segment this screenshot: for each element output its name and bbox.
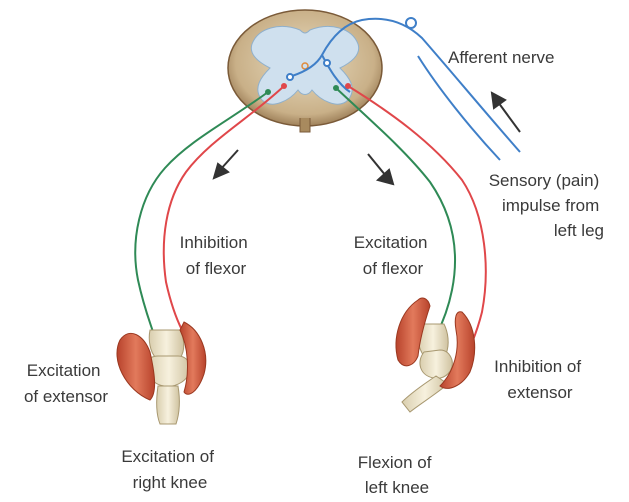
knee-joint-left — [420, 350, 452, 378]
label-excitation-extensor: Excitation of extensor — [24, 361, 108, 406]
excitatory-fiber-left — [336, 88, 455, 336]
interneuron-left — [287, 74, 293, 80]
label-afferent-nerve: Afferent nerve — [448, 48, 554, 67]
left-knee-illustration — [396, 298, 475, 412]
label-excitation-right-knee: Excitation of right knee — [121, 447, 218, 492]
excitatory-fiber-right — [135, 92, 268, 338]
interneuron-right — [324, 60, 330, 66]
label-inhibition-flexor: Inhibition of flexor — [180, 233, 253, 278]
label-inhibition-extensor: Inhibition of extensor — [494, 357, 586, 402]
extensor-muscle-right — [117, 333, 155, 400]
efferent-fibers-right-leg — [135, 83, 287, 338]
arrow-up-left-icon — [492, 93, 520, 132]
shin-bone-right — [157, 386, 180, 424]
label-flexion-left-knee: Flexion of left knee — [358, 453, 436, 497]
label-excitation-flexor: Excitation of flexor — [354, 233, 432, 278]
dorsal-root-ganglion — [406, 18, 416, 28]
arrow-down-right-icon — [368, 154, 393, 184]
shin-bone-left — [402, 376, 448, 412]
arrow-down-left-icon — [214, 150, 238, 178]
right-knee-illustration — [117, 322, 206, 424]
thigh-bone-right — [149, 330, 184, 358]
label-sensory-impulse: Sensory (pain) impulse from left leg — [489, 171, 604, 240]
ventral-fissure — [300, 118, 310, 132]
